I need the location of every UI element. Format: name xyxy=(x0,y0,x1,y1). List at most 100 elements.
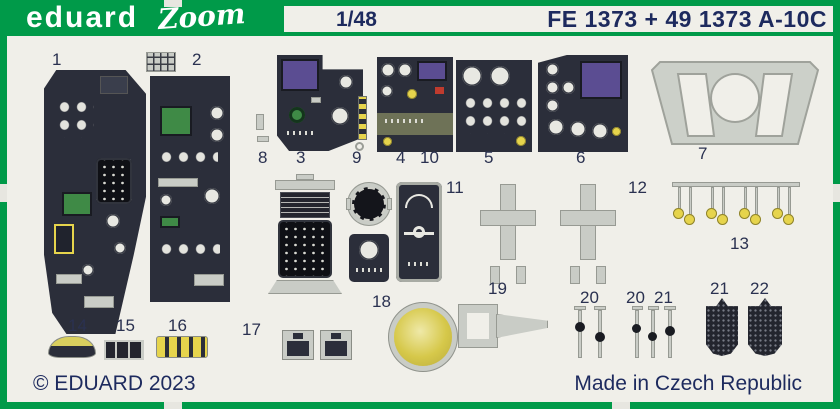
small-fitting xyxy=(256,114,264,130)
dial-cluster xyxy=(460,92,528,134)
part-label-3: 3 xyxy=(296,148,306,167)
yellow-knob xyxy=(407,89,417,99)
lens-dot xyxy=(783,214,794,225)
part-8-keypad-panel xyxy=(268,174,342,294)
red-switch xyxy=(435,87,444,94)
markings xyxy=(356,268,382,272)
part-4-instrument-panel xyxy=(377,57,453,152)
grid-plate xyxy=(146,52,176,72)
zoom-series-logo: Zoom xyxy=(156,0,247,37)
origin-text: Made in Czech Republic xyxy=(574,372,802,395)
part-1-cockpit-console xyxy=(44,70,146,334)
eduard-logo: eduard xyxy=(26,1,139,34)
pin-cap xyxy=(664,306,676,310)
part-2-console-panels xyxy=(146,52,232,302)
part-15-panel-strip xyxy=(104,340,144,360)
dial xyxy=(570,121,586,137)
part-label-14: 14 xyxy=(68,316,87,335)
green-screen xyxy=(62,192,92,216)
part-6-instrument-panel xyxy=(538,55,628,152)
purple-screen xyxy=(281,59,319,91)
green-indicator xyxy=(289,107,305,123)
part-label-1: 1 xyxy=(52,50,62,69)
lens-dot xyxy=(706,208,717,219)
pin-ball xyxy=(648,332,657,341)
side-tab xyxy=(346,198,351,210)
yellow-knob xyxy=(516,136,526,146)
part-label-20a: 20 xyxy=(580,288,599,307)
aircraft-symbol-wings xyxy=(404,232,434,235)
dial xyxy=(546,63,559,76)
part-label-18: 18 xyxy=(372,292,391,311)
cross-bar xyxy=(560,210,616,226)
part-label-7: 7 xyxy=(698,144,708,163)
part-5-instrument-panel xyxy=(456,60,532,152)
part-19-frame-part xyxy=(458,298,548,352)
frame-cutout xyxy=(467,313,489,339)
tab xyxy=(331,333,341,339)
dial xyxy=(114,242,126,254)
part-label-13: 13 xyxy=(730,234,749,253)
metal-plate xyxy=(311,97,321,103)
detail xyxy=(100,76,128,94)
dial xyxy=(381,85,393,97)
stem xyxy=(711,187,714,209)
cross-bar xyxy=(480,210,536,226)
part-20-pins xyxy=(574,306,610,362)
part-label-6: 6 xyxy=(576,148,586,167)
dial xyxy=(204,188,220,204)
lens-dot xyxy=(750,214,761,225)
dial xyxy=(359,240,379,260)
part-17-bracket xyxy=(282,330,314,360)
part-label-21a: 21 xyxy=(654,288,673,307)
pin-ball xyxy=(632,324,641,333)
metal-plate xyxy=(158,178,198,187)
top-bar xyxy=(275,180,335,190)
carrier-bar xyxy=(672,182,800,187)
dial xyxy=(82,264,94,276)
bottom-flare xyxy=(268,280,342,294)
part-20-pins xyxy=(632,306,660,362)
inner-face xyxy=(287,341,309,356)
stem xyxy=(755,187,758,215)
dial xyxy=(331,107,349,125)
dial xyxy=(592,123,608,139)
product-code: FE 1373 + 49 1373 A-10C xyxy=(547,6,827,32)
dial xyxy=(548,119,564,135)
lens-dot xyxy=(684,214,695,225)
part-label-22: 22 xyxy=(750,279,769,298)
header-strip xyxy=(284,6,833,32)
part-21-pedal xyxy=(706,298,738,356)
stem xyxy=(678,187,681,209)
leg xyxy=(596,266,606,284)
yellow-outlined-panel xyxy=(54,224,74,254)
pin-ball xyxy=(575,322,585,332)
frame-arm xyxy=(496,314,548,338)
light-pair xyxy=(771,182,797,235)
dial xyxy=(462,66,482,86)
frame-notch xyxy=(0,184,7,202)
dial xyxy=(160,194,172,206)
frame-notch xyxy=(164,402,182,409)
frame-notch xyxy=(612,402,630,409)
part-10-standby-gauge-panel xyxy=(396,182,442,282)
dial-cluster xyxy=(156,238,220,260)
leg xyxy=(516,266,526,284)
dial-cluster xyxy=(156,146,218,170)
part-label-10: 10 xyxy=(420,148,439,167)
seat-frame-shape xyxy=(650,61,820,145)
dial-cluster xyxy=(54,96,94,138)
light-pair xyxy=(738,182,764,235)
frame-notch xyxy=(164,0,182,7)
metal-plate xyxy=(194,274,224,286)
markings xyxy=(385,119,425,123)
dial xyxy=(210,106,224,120)
yellow-knob xyxy=(383,137,392,146)
part-16-striped-strip xyxy=(156,336,208,358)
arc-marking xyxy=(405,194,433,208)
dial xyxy=(339,75,353,89)
part-label-15: 15 xyxy=(116,316,135,335)
pin-cap xyxy=(594,306,606,310)
pin-cap xyxy=(648,306,659,310)
dial xyxy=(490,66,510,86)
